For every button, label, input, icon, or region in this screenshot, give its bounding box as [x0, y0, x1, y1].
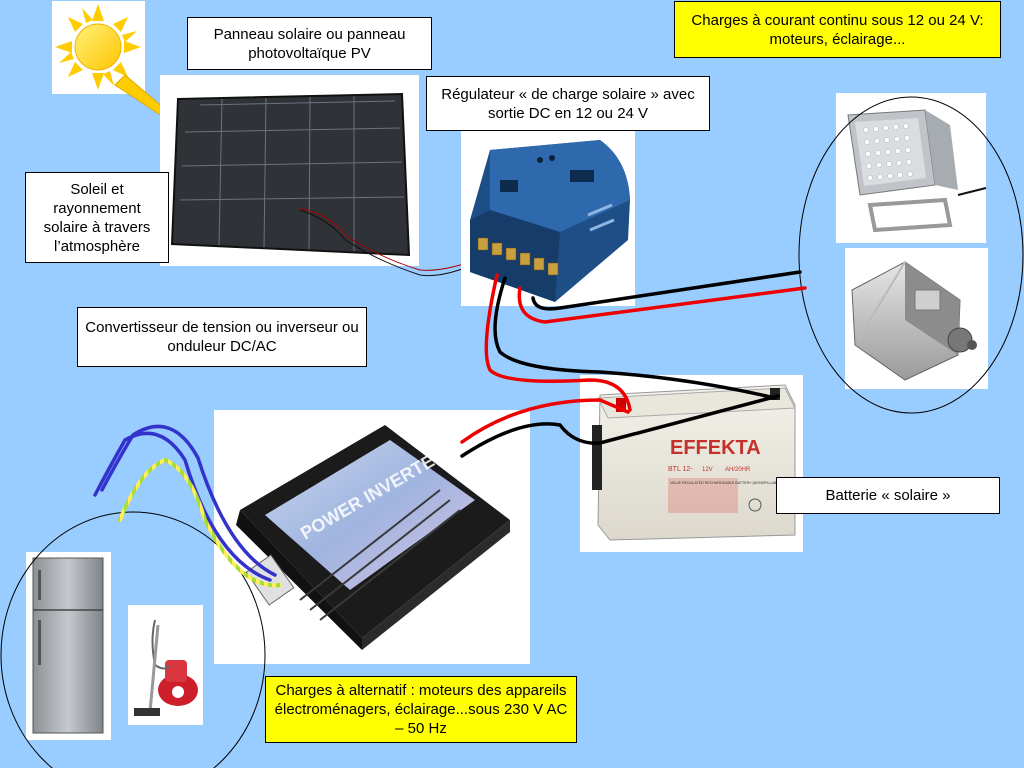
- inverter-wire-negative: [460, 394, 780, 458]
- fridge-photo: [26, 552, 111, 740]
- solar-panel-label: Panneau solaire ou panneau photovoltaïqu…: [187, 17, 432, 70]
- regulator-label: Régulateur « de charge solaire » avec so…: [426, 76, 710, 131]
- battery-info-text: VALVE REGULATED RECHARGEABLE BATTERY (NO…: [670, 481, 782, 485]
- dc-load-wire-positive: [517, 286, 807, 324]
- battery-voltage-text: 12V: [702, 467, 713, 473]
- dc-loads-group-outline: [798, 96, 1024, 414]
- battery-photo: EFFEKTA BTL 12- 12V AH/20HR VALVE REGULA…: [580, 375, 803, 552]
- battery-wire-positive: [484, 273, 632, 412]
- ac-loads-label: Charges à alternatif : moteurs des appar…: [265, 676, 577, 743]
- vacuum-cleaner-photo: [128, 605, 203, 725]
- power-inverter-photo: POWER INVERTER: [214, 410, 530, 664]
- charge-regulator-photo: [461, 130, 635, 306]
- solar-panel-photo: [160, 75, 471, 277]
- battery-label: Batterie « solaire »: [776, 477, 1000, 514]
- led-floodlight-photo: [836, 93, 987, 243]
- dc-loads-label: Charges à courant continu sous 12 ou 24 …: [674, 1, 1001, 58]
- inverter-wire-positive: [460, 398, 630, 444]
- ac-wire-earth: [118, 457, 282, 588]
- inverter-label: Convertisseur de tension ou inverseur ou…: [77, 307, 367, 367]
- ac-wire-phase-2: [100, 424, 277, 577]
- battery-brand-text: EFFEKTA: [670, 437, 761, 459]
- ac-wire-phase-1: [93, 431, 272, 582]
- dc-load-wire-negative: [531, 270, 802, 311]
- ac-loads-group-outline: [0, 511, 266, 768]
- sun-icon: [52, 1, 145, 94]
- dc-motor-photo: [845, 248, 988, 389]
- battery-wire-negative: [493, 276, 777, 400]
- wiring: [93, 270, 807, 588]
- sun-label: Soleil et rayonnement solaire à travers …: [25, 172, 169, 263]
- battery-model-text: BTL 12-: [668, 466, 693, 473]
- battery-capacity-text: AH/20HR: [725, 467, 751, 473]
